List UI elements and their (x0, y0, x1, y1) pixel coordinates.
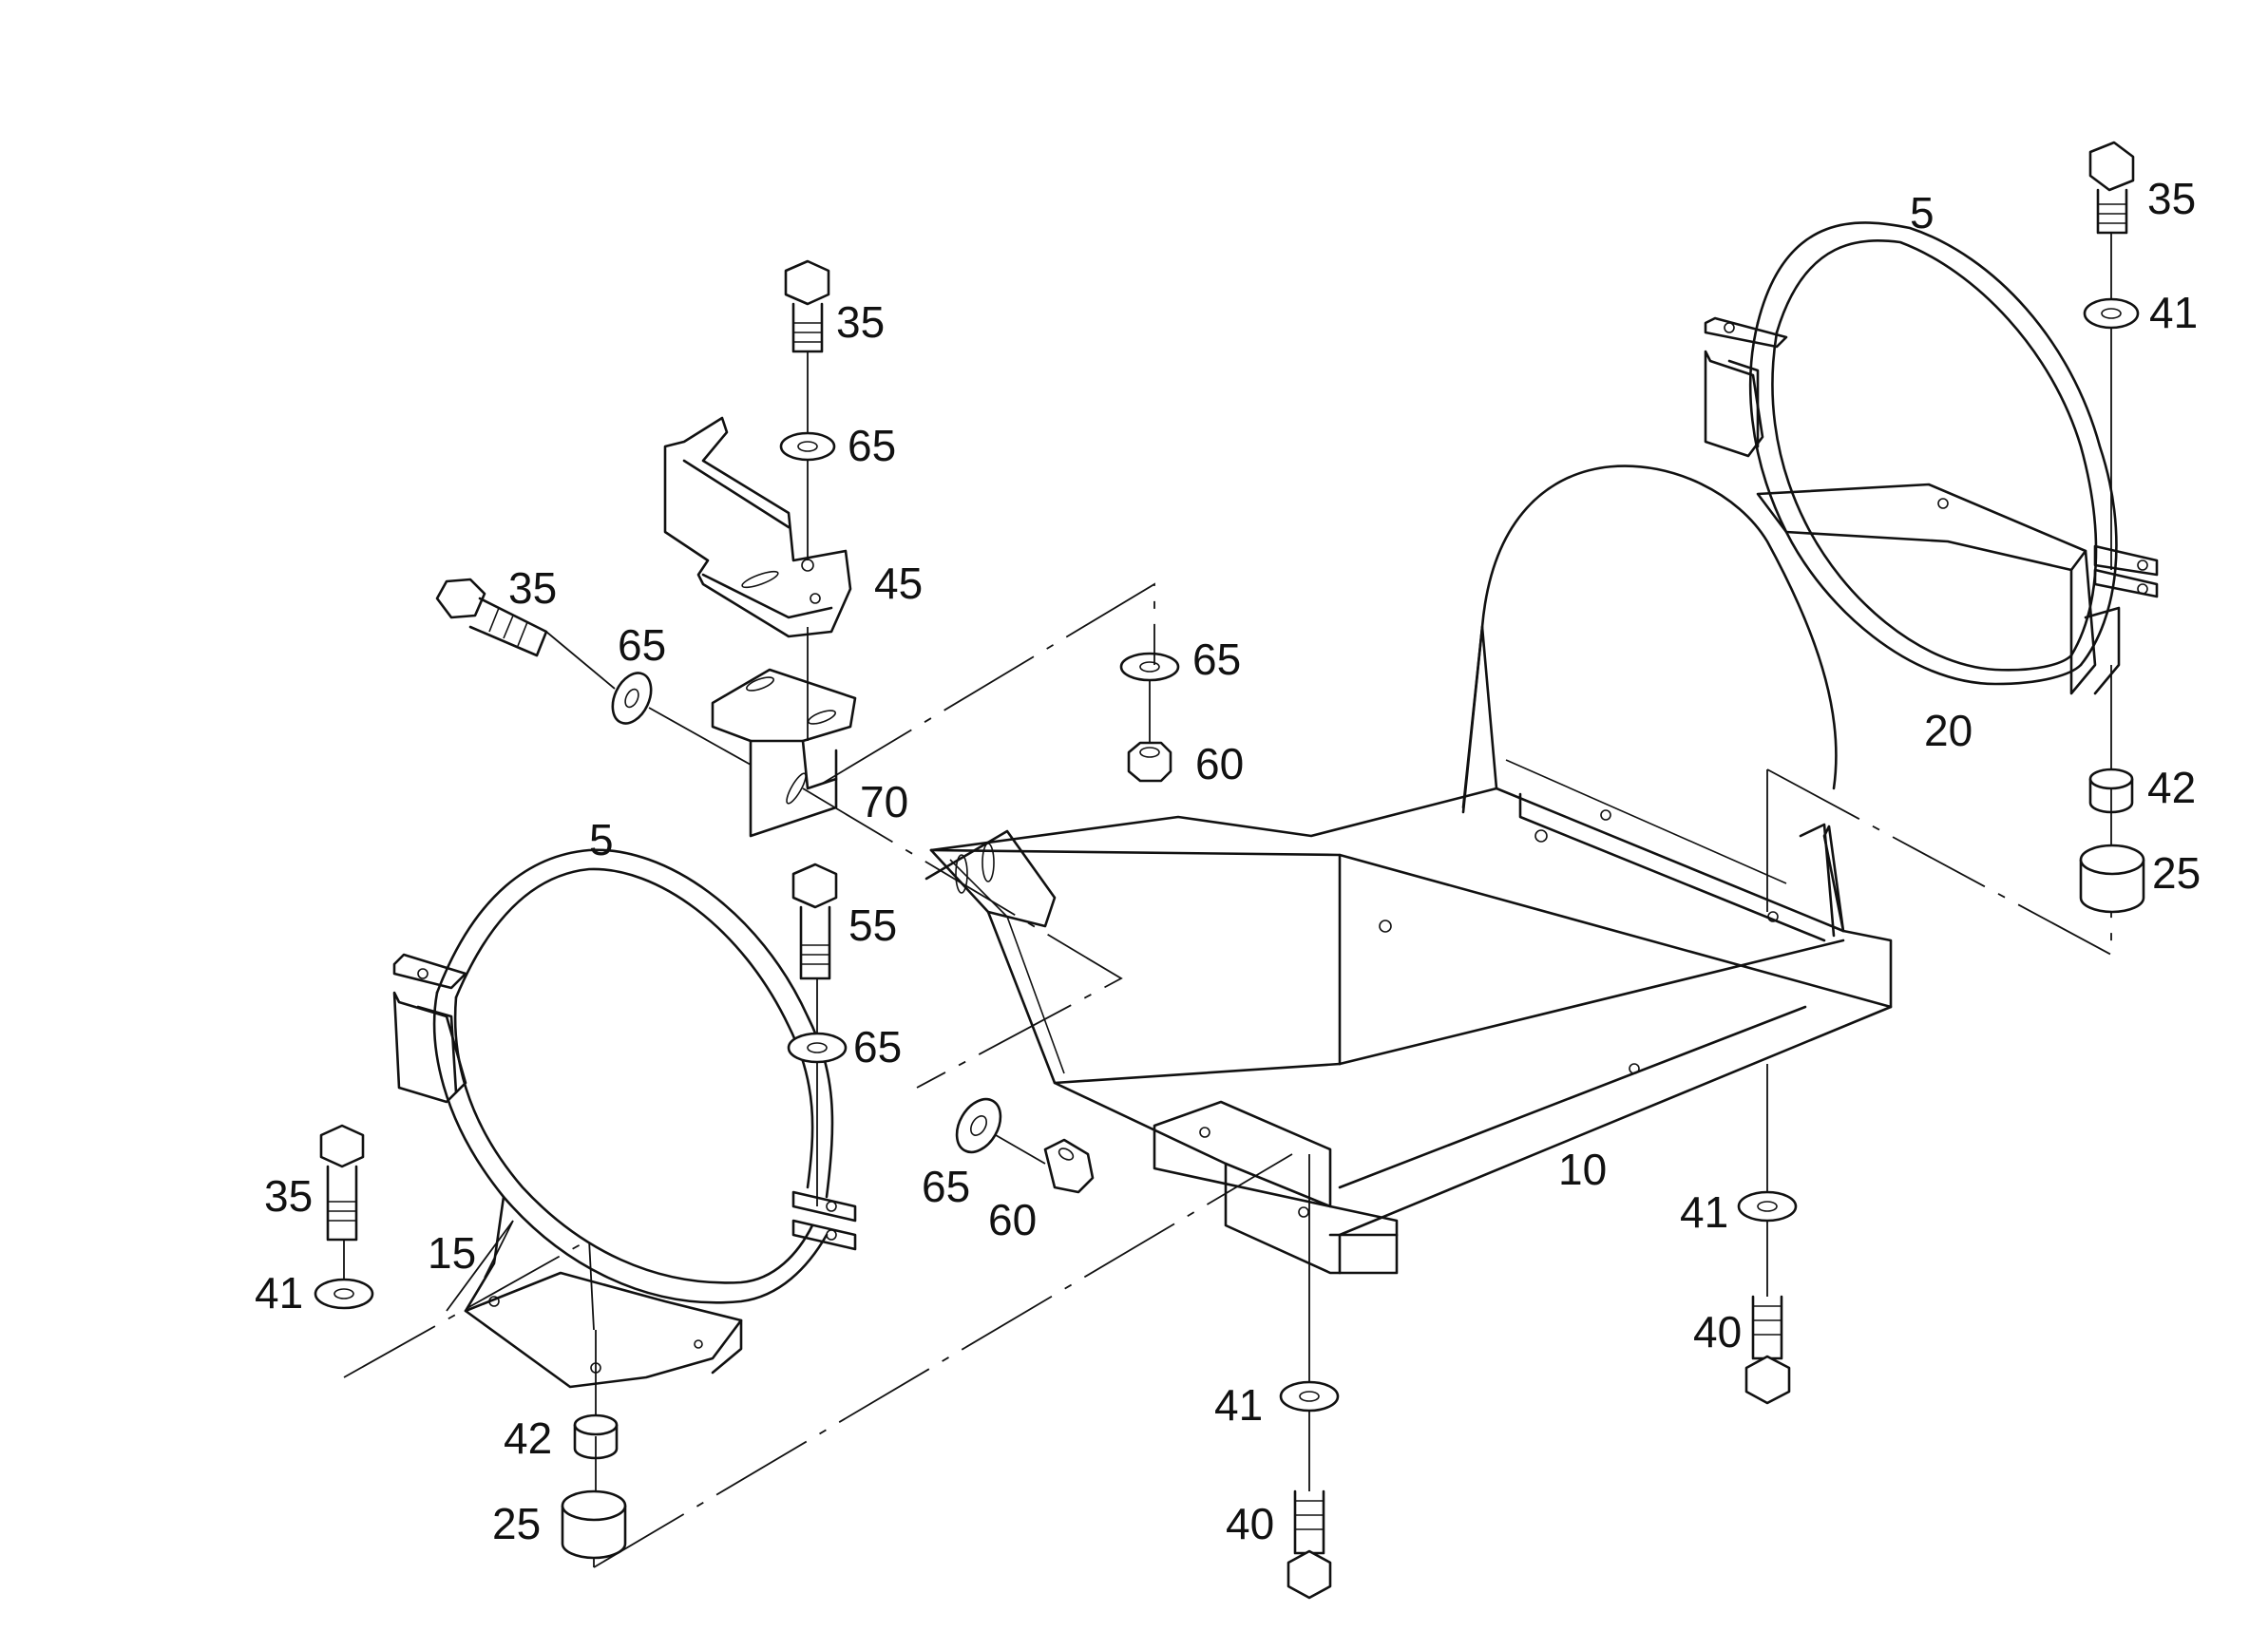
callout-40-right-lower: 40 (1693, 1307, 1742, 1356)
callout-60-lower: 60 (988, 1195, 1037, 1244)
washer-65-top-mid (779, 431, 836, 462)
washer-41-bottom (1279, 1380, 1340, 1413)
callout-25-right: 25 (2152, 848, 2201, 898)
callout-25-left: 25 (492, 1499, 541, 1548)
washer-41-top-right (2083, 297, 2140, 330)
assembly-lines (343, 233, 2112, 1568)
washer-65-left-horizontal (611, 672, 653, 725)
callout-15: 15 (428, 1228, 476, 1278)
washer-65-mid (787, 1032, 848, 1064)
callout-41-top-right: 41 (2149, 288, 2198, 337)
nut-60-lower (1043, 1138, 1095, 1194)
washer-41-right-lower (1737, 1190, 1798, 1223)
nut-60-mid-right (1127, 741, 1172, 783)
callout-60-mid-right: 60 (1195, 739, 1244, 788)
callout-35-top-mid: 35 (836, 297, 885, 347)
bolt-40-bottom (1286, 1489, 1332, 1600)
mount-25-left (561, 1489, 627, 1560)
washer-65-mid-right (1119, 652, 1180, 682)
callout-10: 10 (1558, 1145, 1607, 1194)
callout-labels: 35 5 41 20 42 25 35 65 45 35 65 65 60 70… (255, 174, 2201, 1548)
callout-65-lower: 65 (922, 1162, 970, 1211)
callout-65-mid: 65 (853, 1022, 902, 1072)
callout-55: 55 (848, 901, 897, 950)
bolt-35-top-mid (784, 259, 830, 353)
callout-35-top-right: 35 (2147, 174, 2196, 223)
bracket-45 (663, 416, 852, 638)
bolt-35-left-horizontal (435, 578, 548, 657)
callout-5-right: 5 (1910, 188, 1934, 237)
callout-65-top-mid: 65 (848, 421, 896, 470)
washer-65-lower (955, 1097, 1002, 1154)
callout-65-mid-right: 65 (1192, 635, 1241, 684)
washer-41-left (314, 1278, 374, 1310)
bolt-55 (791, 863, 838, 980)
callout-41-bottom: 41 (1214, 1380, 1263, 1430)
callout-35-left: 35 (264, 1171, 313, 1221)
bolt-35-left (319, 1124, 365, 1242)
callout-41-left: 41 (255, 1268, 303, 1318)
left-tank-strap (392, 848, 857, 1389)
mount-25-right (2079, 844, 2145, 914)
callout-5-left: 5 (589, 815, 614, 864)
callout-20: 20 (1924, 706, 1973, 755)
callout-65-left-horizontal: 65 (618, 620, 666, 670)
base-frame (924, 465, 1893, 1275)
right-tank-strap (1704, 221, 2159, 695)
callout-45: 45 (874, 559, 923, 608)
bolt-35-top-right (2088, 141, 2135, 235)
callout-42-right: 42 (2147, 763, 2196, 812)
callout-41-right-lower: 41 (1680, 1187, 1728, 1237)
callout-35-left-horizontal: 35 (508, 563, 557, 613)
bracket-70 (711, 668, 857, 838)
callout-40-bottom: 40 (1226, 1499, 1274, 1548)
callout-42-left: 42 (504, 1413, 552, 1463)
callout-70: 70 (860, 777, 908, 826)
bolt-40-right-lower (1744, 1295, 1791, 1405)
